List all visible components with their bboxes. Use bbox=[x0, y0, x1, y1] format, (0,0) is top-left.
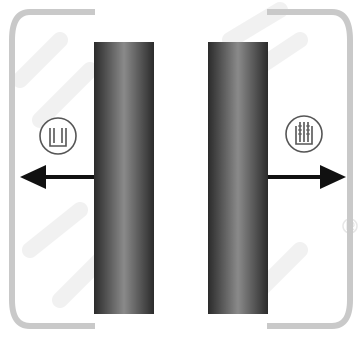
left-arrow bbox=[20, 165, 94, 189]
right-brake-pad bbox=[208, 42, 268, 314]
left-brake-pad bbox=[94, 42, 154, 314]
left-bracket bbox=[9, 9, 95, 329]
right-arrow bbox=[268, 165, 346, 189]
new-pad-icon bbox=[285, 115, 323, 153]
right-bracket bbox=[267, 9, 353, 329]
worn-pad-icon bbox=[39, 117, 77, 155]
